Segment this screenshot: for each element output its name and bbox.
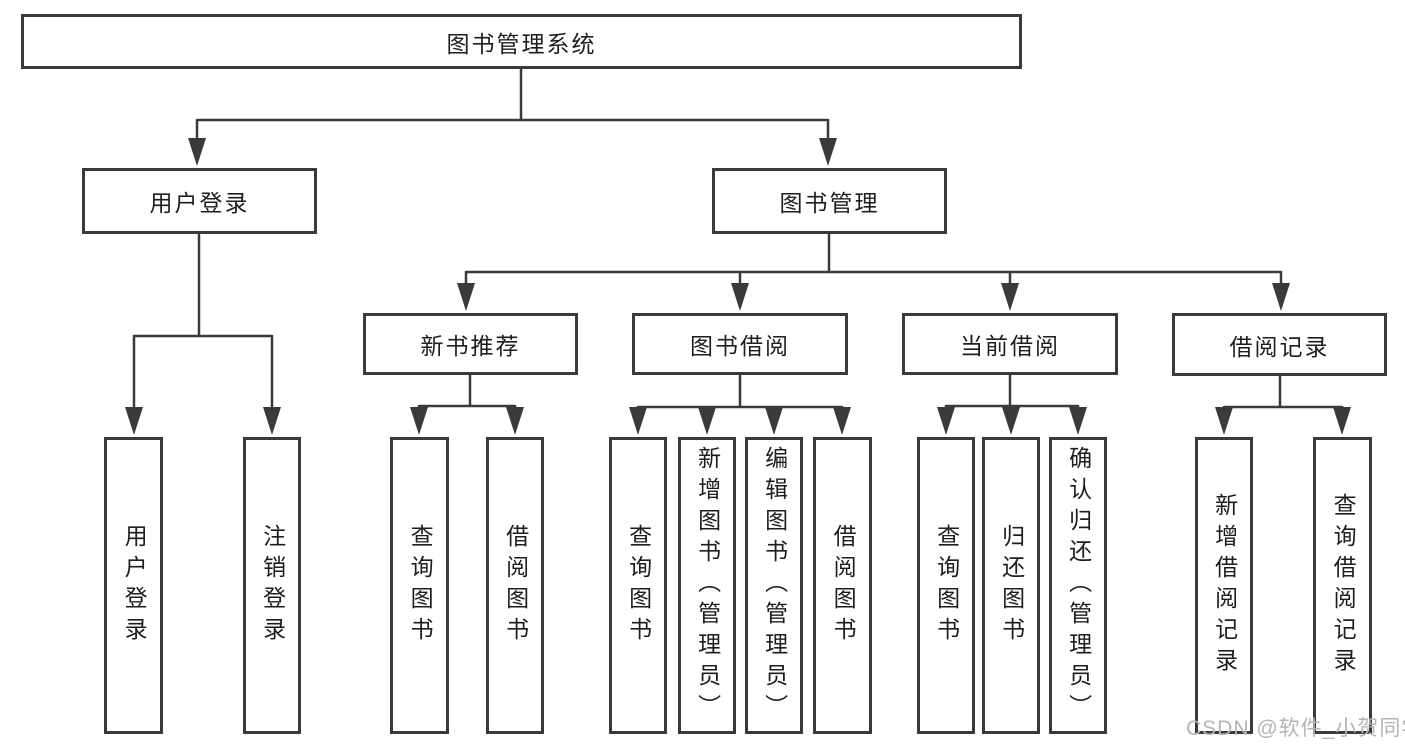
leaf-borrow-books: 借阅图书	[813, 437, 872, 734]
node-label: 新增借阅记录	[1211, 492, 1238, 679]
node-label: 新增图书（管理员）	[694, 446, 721, 725]
node-label: 用户登录	[149, 190, 250, 216]
leaf-add-books-admin: 新增图书（管理员）	[678, 437, 736, 734]
leaf-user-login: 用户登录	[104, 437, 163, 734]
leaf-query-books-recommend: 查询图书	[390, 437, 449, 734]
arrowhead-icon	[1215, 407, 1233, 435]
node-label: 借阅图书	[502, 523, 529, 648]
arrowheads	[125, 138, 1351, 435]
node-book-management: 图书管理	[712, 168, 947, 234]
arrowhead-icon	[833, 407, 851, 435]
arrowhead-icon	[1333, 407, 1351, 435]
arrowhead-icon	[263, 407, 281, 435]
arrowhead-icon	[819, 138, 837, 166]
node-new-book-recommend: 新书推荐	[363, 313, 578, 375]
node-label: 编辑图书（管理员）	[761, 446, 788, 725]
leaf-query-books-borrow: 查询图书	[609, 437, 667, 734]
edge-records-to-leaves	[1222, 375, 1344, 430]
node-user-login: 用户登录	[82, 168, 317, 234]
arrowhead-icon	[410, 407, 428, 435]
node-label: 当前借阅	[960, 333, 1060, 359]
arrowhead-icon	[937, 407, 955, 435]
node-root: 图书管理系统	[21, 14, 1022, 69]
node-label: 查询图书	[625, 523, 652, 648]
leaf-query-borrow-record: 查询借阅记录	[1313, 437, 1372, 734]
node-label: 注销登录	[259, 523, 286, 648]
node-label: 图书管理系统	[446, 30, 597, 57]
watermark-text: CSDN @软件_小贺同学	[1186, 717, 1405, 740]
edge-newbook-to-leaves	[417, 374, 517, 430]
leaf-query-books-current: 查询图书	[917, 437, 975, 734]
arrowhead-icon	[765, 407, 783, 435]
arrowhead-icon	[1069, 407, 1087, 435]
edge-userlogin-to-leaves	[132, 233, 274, 430]
arrowhead-icon	[629, 407, 647, 435]
node-label: 图书管理	[779, 190, 880, 216]
arrowhead-icon	[1002, 407, 1020, 435]
node-label: 查询图书	[933, 523, 960, 648]
node-label: 借阅记录	[1229, 333, 1330, 360]
node-label: 图书借阅	[690, 333, 790, 359]
arrowhead-icon	[457, 283, 475, 311]
leaf-logout: 注销登录	[243, 437, 301, 734]
node-label: 查询图书	[407, 523, 434, 648]
node-book-borrow: 图书借阅	[632, 313, 848, 375]
leaf-edit-books-admin: 编辑图书（管理员）	[745, 437, 803, 734]
arrowhead-icon	[125, 407, 143, 435]
node-borrow-records: 借阅记录	[1172, 313, 1387, 376]
node-label: 借阅图书	[830, 523, 857, 648]
arrowhead-icon	[1001, 283, 1019, 311]
leaf-add-borrow-record: 新增借阅记录	[1195, 437, 1253, 734]
node-label: 新书推荐	[420, 333, 521, 359]
node-current-borrow: 当前借阅	[902, 313, 1118, 375]
edge-bookmgmt-to-level3	[464, 233, 1283, 307]
leaf-borrow-books-recommend: 借阅图书	[486, 437, 544, 734]
edge-bookborrow-to-leaves	[636, 374, 844, 430]
node-label: 查询借阅记录	[1330, 492, 1357, 679]
node-label: 确认归还（管理员）	[1065, 446, 1092, 725]
edge-root-to-level2	[195, 68, 830, 162]
arrowhead-icon	[1272, 283, 1290, 311]
node-label: 归还图书	[998, 523, 1025, 648]
leaf-confirm-return-admin: 确认归还（管理员）	[1049, 437, 1107, 734]
node-label: 用户登录	[121, 523, 148, 648]
arrowhead-icon	[698, 407, 716, 435]
leaf-return-books: 归还图书	[982, 437, 1040, 734]
arrowhead-icon	[188, 138, 206, 166]
arrowhead-icon	[731, 283, 749, 311]
arrowhead-icon	[506, 407, 524, 435]
